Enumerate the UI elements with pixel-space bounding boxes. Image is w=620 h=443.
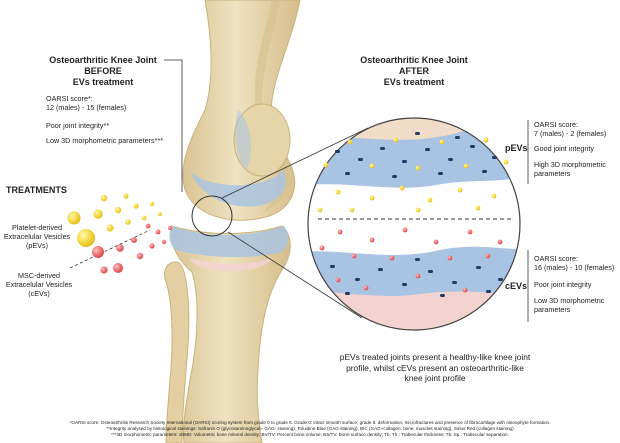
pevs-integrity: Good joint integrity: [534, 144, 594, 153]
conclusion-line1: pEVs treated joints present a healthy-li…: [339, 352, 531, 362]
platelet-ev-label: Platelet-derived Extracelular Vesicles (…: [0, 223, 74, 250]
conclusion-text: pEVs treated joints present a healthy-li…: [312, 352, 558, 384]
before-title-line3: EVs treatment: [72, 77, 134, 87]
before-pointer-line: [164, 59, 183, 192]
after-title: Osteoarthritic Knee Joint AFTER EVs trea…: [348, 55, 480, 88]
cevs-integrity: Poor joint integrity: [534, 280, 592, 289]
pevs-oarsi: OARSI score: 7 (males) - 2 (females): [534, 120, 618, 138]
before-oarsi-label: OARSI score*:: [46, 94, 93, 103]
footnote-line1: *OARSI score: Osteoarthritis Research So…: [69, 420, 551, 425]
msc-line2: Extracelular Vesicles: [5, 280, 73, 289]
pevs-morpho: High 3D morphometric parameters: [534, 160, 618, 178]
before-oarsi-value: 12 (males) - 15 (females): [46, 103, 127, 112]
pevs-morpho-line2: parameters: [534, 169, 571, 178]
msc-line3: (cEVs): [28, 289, 50, 298]
cevs-oarsi-label: OARSI score:: [534, 254, 578, 263]
tibia-cartilage: [169, 226, 289, 258]
cevs-oarsi-value: 16 (males) - 10 (females): [534, 263, 615, 272]
cevs-morpho: Low 3D morphometric parameters: [534, 296, 618, 314]
platelet-line2: Extracelular Vesicles: [3, 232, 71, 241]
cevs-morpho-line1: Low 3D morphometric: [534, 296, 605, 305]
fibula-bone: [163, 261, 190, 443]
before-morpho: Low 3D morphometric parameters***: [46, 136, 164, 145]
cEV-particles-in-joint: [319, 227, 503, 293]
after-title-line1: Osteoarthritic Knee Joint: [360, 55, 468, 65]
magnified-joint: [308, 118, 520, 330]
msc-line1: MSC-derived: [18, 271, 60, 280]
cEV-treatment-particles: [92, 223, 172, 274]
chondrocytes-bottom: [330, 258, 503, 297]
cevs-tag: cEVs: [505, 281, 528, 291]
msc-ev-label: MSC-derived Extracelular Vesicles (cEVs): [2, 271, 76, 298]
after-title-line2: AFTER: [399, 66, 429, 76]
femur-cartilage: [190, 170, 286, 207]
footnote-line3: ***3D morphometric parameters: vBMD: Vol…: [111, 432, 509, 437]
footnotes: *OARSI score: Osteoarthritis Research So…: [0, 420, 620, 438]
footnote-line2: **Integrity analysed by histological sta…: [106, 426, 514, 431]
conclusion-line2: profile, whilst cEVs present an osteoart…: [346, 362, 524, 373]
chondrocytes-top: [335, 132, 497, 178]
tibia-bone: [170, 225, 291, 443]
treatment-dashed-divider: [69, 229, 151, 269]
pevs-oarsi-value: 7 (males) - 2 (females): [534, 129, 607, 138]
pEV-particles-in-joint: [317, 137, 509, 213]
before-title-line1: Osteoarthritic Knee Joint: [49, 55, 157, 65]
before-integrity: Poor joint integrity**: [46, 121, 110, 130]
pevs-morpho-line1: High 3D morphometric: [534, 160, 606, 169]
magnified-circle-border: [307, 117, 521, 331]
cevs-morpho-line2: parameters: [534, 305, 571, 314]
before-title: Osteoarthritic Knee Joint BEFORE EVs tre…: [40, 55, 166, 88]
pevs-tag: pEVs: [505, 143, 528, 153]
before-oarsi: OARSI score*: 12 (males) - 15 (females): [46, 94, 176, 112]
platelet-line1: Platelet-derived: [12, 223, 62, 232]
cevs-oarsi: OARSI score: 16 (males) - 10 (females): [534, 254, 618, 272]
platelet-line3: (pEVs): [26, 241, 48, 250]
pevs-oarsi-label: OARSI score:: [534, 120, 578, 129]
zoom-source-circle: [191, 195, 233, 237]
conclusion-line3: knee joint profile: [404, 373, 466, 383]
treatments-title: TREATMENTS: [6, 185, 67, 195]
pEV-treatment-particles: [67, 193, 162, 247]
before-title-line2: BEFORE: [84, 66, 122, 76]
after-title-line3: EVs treatment: [383, 77, 445, 87]
